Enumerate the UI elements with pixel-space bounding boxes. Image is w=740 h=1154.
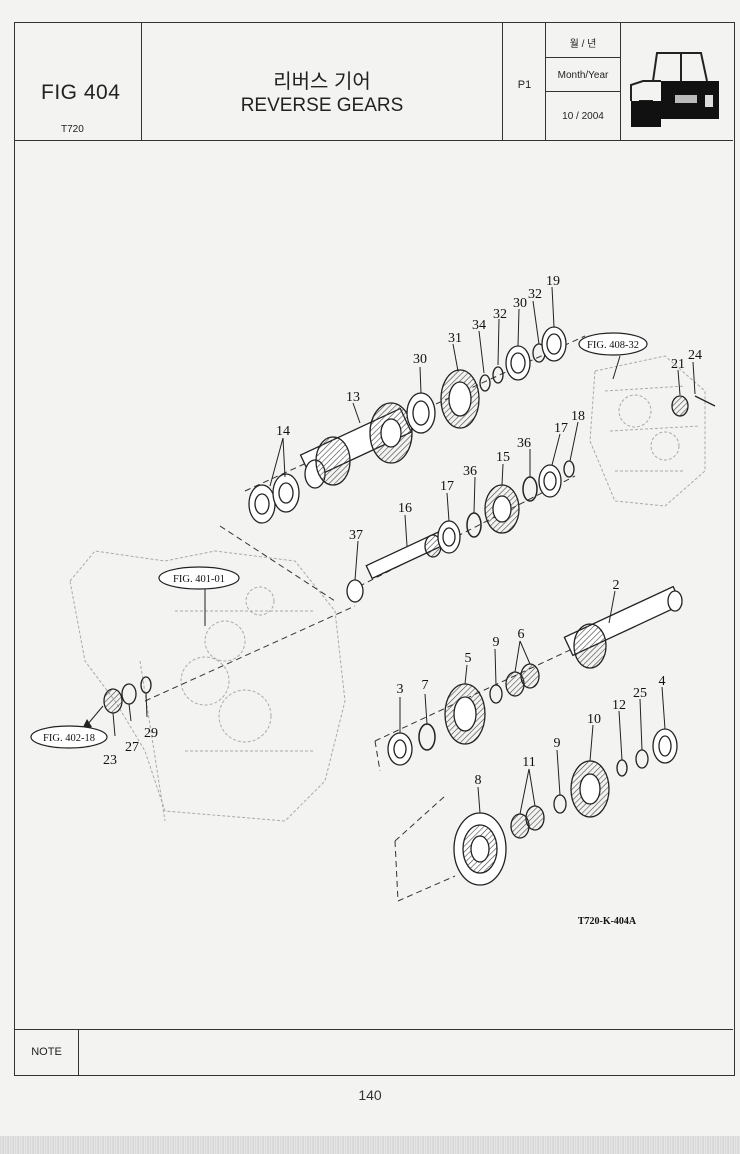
needle-bearing-11 <box>510 805 545 839</box>
bearing-14 <box>248 473 300 524</box>
callout-36-left: 36 <box>463 464 477 479</box>
bearing-17-left <box>437 520 461 554</box>
callout-9-lower: 9 <box>554 736 561 751</box>
title-english: REVERSE GEARS <box>240 95 404 116</box>
callout-24: 24 <box>688 348 702 363</box>
title-cell: 리버스 기어 REVERSE GEARS <box>142 23 503 140</box>
bearing-4-washers-12-25 <box>616 728 678 777</box>
callout-32-right: 32 <box>528 287 542 302</box>
logo-cell <box>621 23 733 140</box>
callout-19: 19 <box>546 274 560 289</box>
model-code: T720 <box>61 124 84 135</box>
month-year-cell: 월 / 년 Month/Year 10 / 2004 <box>546 23 621 140</box>
callout-21: 21 <box>671 357 685 372</box>
callout-13: 13 <box>346 390 360 405</box>
ref-fig-401-01: FIG. 401-01 <box>173 574 225 585</box>
ref-fig-402-18: FIG. 402-18 <box>43 733 95 744</box>
bearing-30-upper <box>406 392 436 434</box>
bearing-17-right <box>538 460 575 498</box>
fig-number: FIG 404 <box>41 81 121 104</box>
exploded-parts-drawing: FIG. 408-32 FIG. 401-01 FIG. 402-18 2 3 … <box>30 274 716 927</box>
callout-9-upper: 9 <box>493 635 500 650</box>
washers-32-34 <box>479 366 504 392</box>
page-number: 140 <box>358 1087 382 1103</box>
needle-bearing-6 <box>505 663 540 697</box>
callout-37: 37 <box>349 528 363 543</box>
callout-12: 12 <box>612 698 626 713</box>
title-korean: 리버스 기어 <box>273 71 371 93</box>
callout-6: 6 <box>518 627 525 642</box>
bearing-23-left <box>103 676 152 714</box>
callout-17-right: 17 <box>554 421 568 436</box>
gear-5 <box>444 683 486 745</box>
reverse-idler-shaft-13 <box>299 402 413 489</box>
nut-21-pin-24 <box>671 395 716 417</box>
callout-29: 29 <box>144 726 158 741</box>
washer-9-upper <box>489 684 503 704</box>
callout-30-upper: 30 <box>413 352 427 367</box>
header: FIG 404 T720 리버스 기어 REVERSE GEARS P1 월 /… <box>15 23 733 141</box>
note-row: NOTE <box>15 1029 733 1075</box>
gear-10 <box>570 760 610 818</box>
callout-14: 14 <box>276 424 290 439</box>
callout-7: 7 <box>422 678 429 693</box>
month-year-value: 10 / 2004 <box>562 111 604 122</box>
page-tag-cell: P1 <box>503 23 546 140</box>
callout-4: 4 <box>659 674 666 689</box>
note-label: NOTE <box>15 1030 79 1075</box>
tractor-icon <box>630 52 719 127</box>
ref-fig-408-32: FIG. 408-32 <box>587 340 639 351</box>
month-year-label: Month/Year <box>557 70 609 81</box>
callout-18: 18 <box>571 409 585 424</box>
snap-ring-36-right <box>522 476 538 502</box>
callout-15: 15 <box>496 450 510 465</box>
bearing-3 <box>387 732 413 766</box>
callout-31: 31 <box>448 331 462 346</box>
callout-23: 23 <box>103 753 117 768</box>
transmission-housing-right <box>589 355 706 507</box>
fig-number-cell: FIG 404 T720 <box>15 23 142 140</box>
callout-17-left: 17 <box>440 479 454 494</box>
reverse-shaft-16 <box>346 526 455 603</box>
callout-34: 34 <box>472 318 486 333</box>
washer-7 <box>418 723 436 751</box>
callout-3: 3 <box>397 682 404 697</box>
transmission-housing-left <box>69 550 346 822</box>
callout-30-right: 30 <box>513 296 527 311</box>
callout-10: 10 <box>587 712 601 727</box>
gear-31 <box>440 369 480 429</box>
leader-lines <box>86 286 696 815</box>
callout-2: 2 <box>613 578 620 593</box>
callout-8: 8 <box>475 773 482 788</box>
callout-32-left: 32 <box>493 307 507 322</box>
callout-27: 27 <box>125 740 139 755</box>
washer-9-lower <box>553 794 567 814</box>
scan-artifact-strip <box>0 1136 740 1154</box>
coupling-8 <box>453 812 507 886</box>
callout-16: 16 <box>398 501 412 516</box>
main-shaft-2 <box>563 585 683 669</box>
callout-36-right: 36 <box>517 436 531 451</box>
page-tag: P1 <box>517 79 532 91</box>
bearing-30-right <box>505 326 567 381</box>
page-frame: FIG 404 T720 리버스 기어 REVERSE GEARS P1 월 /… <box>14 22 735 1076</box>
drawing-code: T720-K-404A <box>578 916 637 927</box>
callout-25: 25 <box>633 686 647 701</box>
gear-15 <box>484 484 520 534</box>
month-year-korean: 월 / 년 <box>569 39 597 50</box>
callout-5: 5 <box>465 651 472 666</box>
callout-11: 11 <box>522 755 535 770</box>
